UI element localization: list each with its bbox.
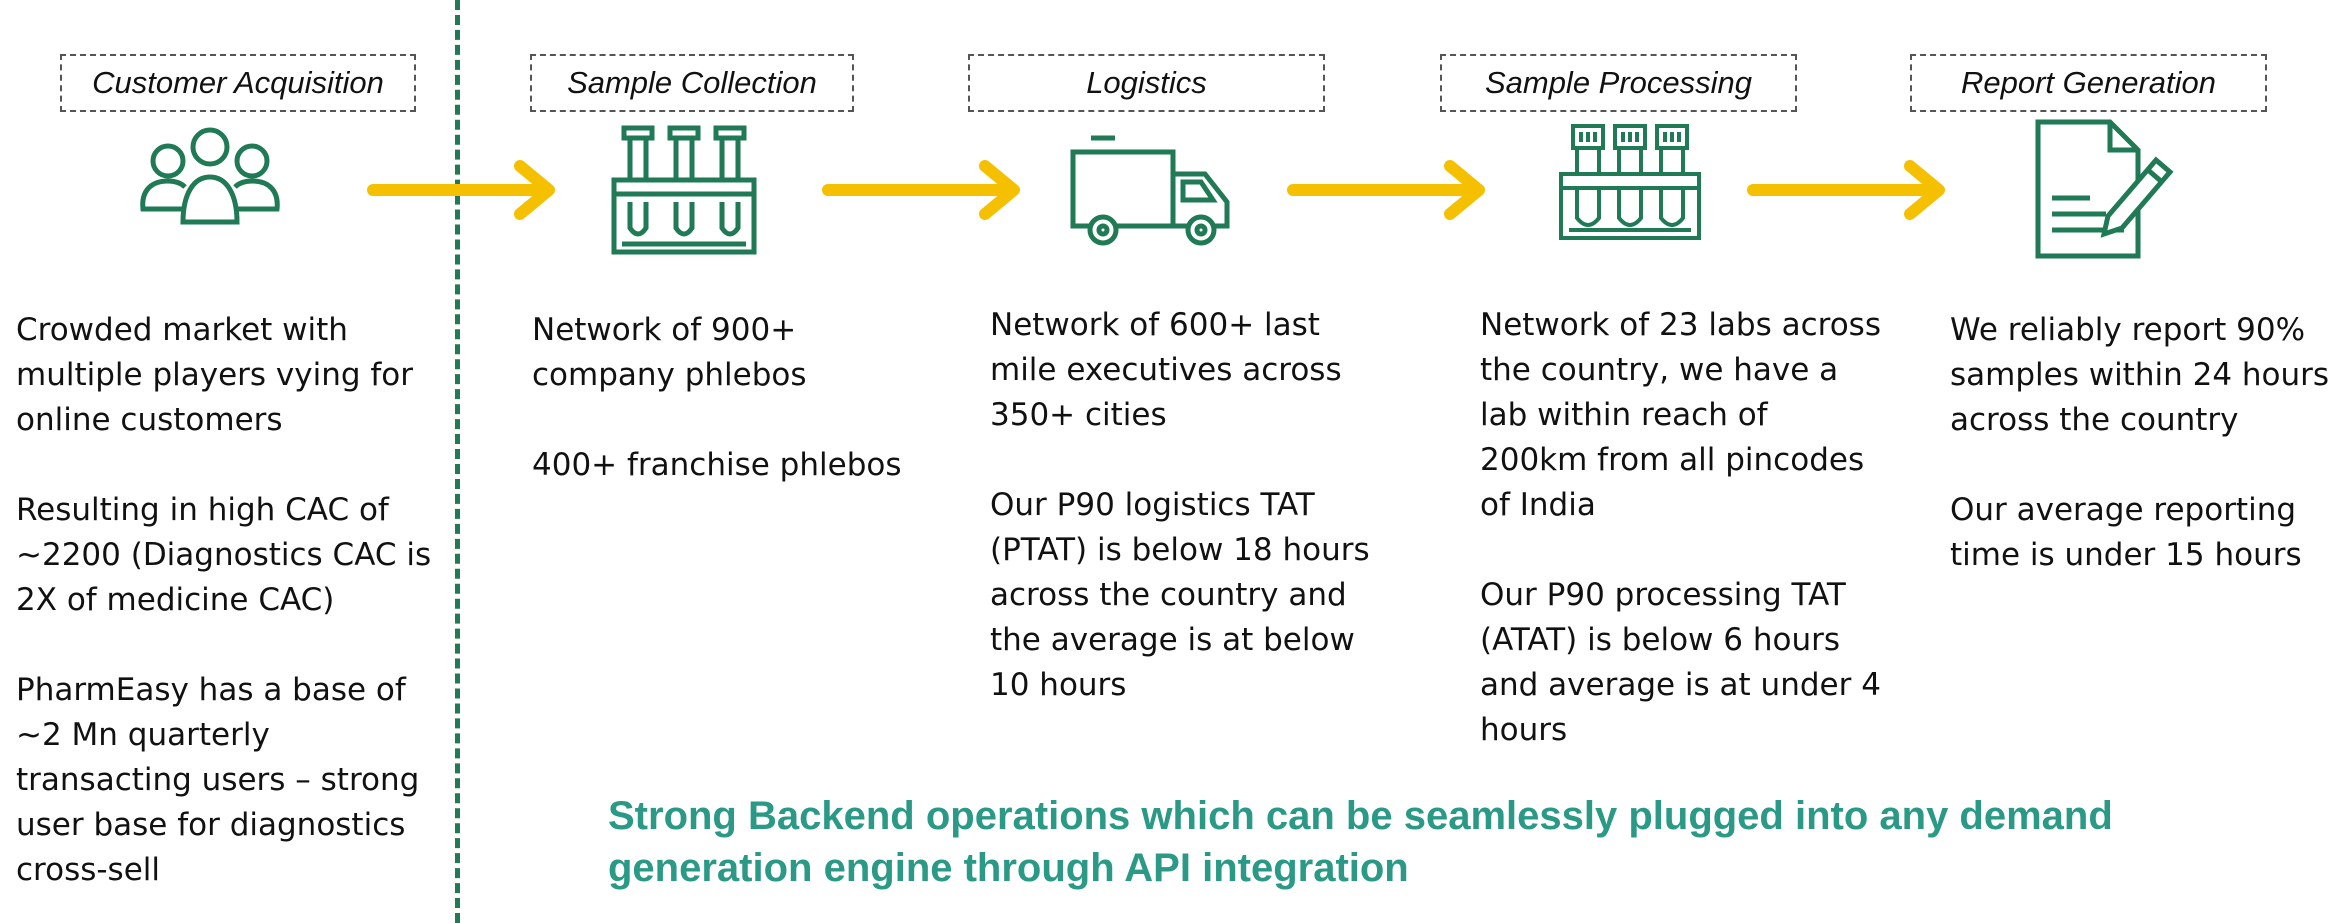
lab-samples-icon bbox=[1559, 124, 1701, 240]
stage-label-sample-collection: Sample Collection bbox=[530, 54, 854, 112]
description-paragraph: Our P90 processing TAT (ATAT) is below 6… bbox=[1480, 577, 1881, 748]
stage-label-report-generation: Report Generation bbox=[1910, 54, 2267, 112]
logistics-description: Network of 600+ last mile executives acr… bbox=[990, 303, 1430, 708]
stage-label-customer-acquisition: Customer Acquisition bbox=[60, 54, 416, 112]
flow-arrow-1 bbox=[367, 160, 555, 220]
flow-arrow-4 bbox=[1747, 160, 1945, 220]
description-paragraph: 400+ franchise phlebos bbox=[532, 447, 902, 483]
test-tube-rack-icon bbox=[611, 125, 757, 255]
customer-acquisition-description: Crowded market with multiple players vyi… bbox=[16, 308, 446, 893]
description-paragraph: Network of 23 labs across the country, w… bbox=[1480, 307, 1881, 523]
stage-label-logistics: Logistics bbox=[968, 54, 1325, 112]
description-paragraph: Our average reporting time is under 15 h… bbox=[1950, 492, 2302, 573]
section-divider bbox=[455, 0, 460, 923]
description-paragraph: We reliably report 90% samples within 24… bbox=[1950, 312, 2330, 438]
flow-arrow-2 bbox=[822, 160, 1020, 220]
description-paragraph: Crowded market with multiple players vyi… bbox=[16, 312, 414, 438]
stage-label-sample-processing: Sample Processing bbox=[1440, 54, 1797, 112]
flow-arrow-3 bbox=[1287, 160, 1485, 220]
description-paragraph: Resulting in high CAC of ~2200 (Diagnost… bbox=[16, 492, 432, 618]
users-icon bbox=[140, 127, 280, 225]
report-document-icon bbox=[2035, 119, 2174, 259]
description-paragraph: Network of 900+ company phlebos bbox=[532, 312, 807, 393]
report-generation-description: We reliably report 90% samples within 24… bbox=[1950, 308, 2335, 578]
sample-processing-description: Network of 23 labs across the country, w… bbox=[1480, 303, 1920, 753]
delivery-truck-icon bbox=[1070, 135, 1230, 246]
description-paragraph: PharmEasy has a base of ~2 Mn quarterly … bbox=[16, 672, 420, 888]
description-paragraph: Network of 600+ last mile executives acr… bbox=[990, 307, 1342, 433]
description-paragraph: Our P90 logistics TAT (PTAT) is below 18… bbox=[990, 487, 1370, 703]
backend-operations-summary: Strong Backend operations which can be s… bbox=[608, 794, 2113, 890]
sample-collection-description: Network of 900+ company phlebos 400+ fra… bbox=[532, 308, 952, 488]
